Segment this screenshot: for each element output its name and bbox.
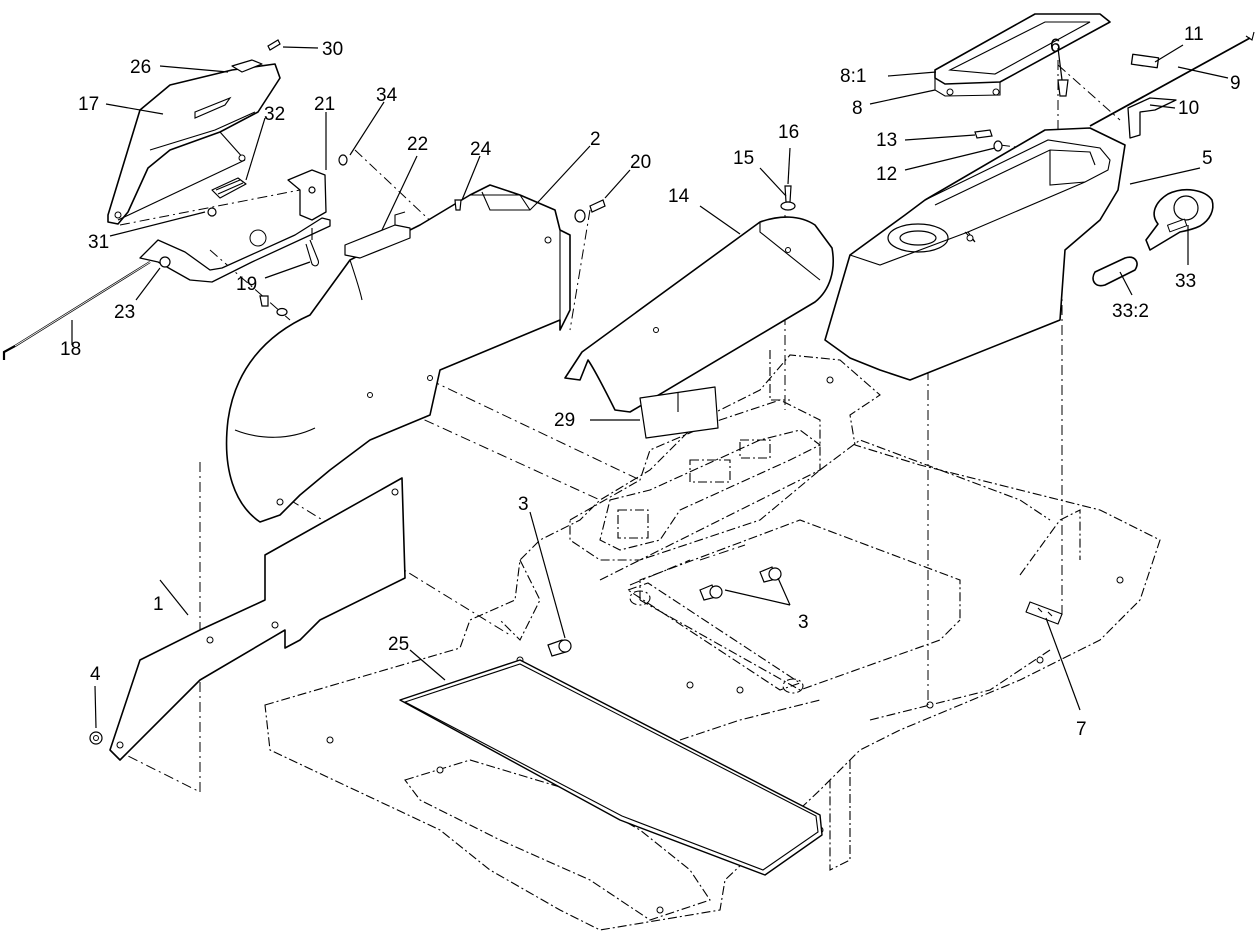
callout-33: 33 [1175, 271, 1196, 292]
handle-17 [107, 63, 281, 225]
callout-8-1: 8:1 [840, 66, 866, 87]
bracket-10 [1127, 97, 1177, 139]
callout-29: 29 [554, 410, 575, 431]
right-console-5 [824, 127, 1126, 381]
callout-31: 31 [88, 232, 109, 253]
leader-lines [71, 44, 1229, 729]
hardware [89, 39, 1069, 745]
callout-8: 8 [852, 98, 863, 119]
callout-10: 10 [1178, 98, 1199, 119]
callout-11: 11 [1184, 24, 1204, 45]
rod-9 [1089, 31, 1255, 127]
clip-26 [231, 59, 263, 73]
callout-15: 15 [733, 148, 754, 169]
callout-3-lower: 3 [798, 612, 809, 633]
callout-5: 5 [1202, 148, 1213, 169]
bracket-21 [287, 169, 327, 221]
callout-25: 25 [388, 634, 409, 655]
callout-17: 17 [78, 94, 99, 115]
callout-19: 19 [236, 274, 257, 295]
callout-32: 32 [264, 104, 285, 125]
decal-29 [639, 386, 719, 439]
bracket-22 [344, 211, 411, 259]
callout-30: 30 [322, 39, 343, 60]
callout-13: 13 [876, 130, 897, 151]
callout-26: 26 [130, 57, 151, 78]
callout-1: 1 [153, 594, 164, 615]
callout-labels: 30 26 17 32 21 34 22 24 2 20 14 15 16 31… [60, 24, 1241, 740]
callout-7: 7 [1076, 719, 1087, 740]
callout-2: 2 [590, 129, 601, 150]
console-cover-14 [564, 216, 834, 413]
clip-11 [1130, 53, 1160, 69]
mount-plate-23 [139, 217, 331, 283]
rod-18 [2, 261, 151, 360]
callout-21: 21 [314, 94, 335, 115]
callout-18: 18 [60, 339, 81, 360]
callout-12: 12 [876, 164, 897, 185]
callout-34: 34 [376, 85, 398, 106]
callout-4: 4 [90, 664, 101, 685]
callout-14: 14 [668, 186, 690, 207]
callout-23: 23 [114, 302, 135, 323]
wrench-33 [1092, 188, 1214, 287]
callout-9: 9 [1230, 73, 1241, 94]
callout-24: 24 [470, 139, 492, 160]
side-panel-1 [109, 477, 406, 761]
callout-16: 16 [778, 122, 799, 143]
callout-22: 22 [407, 134, 428, 155]
armrest-cover-8 [934, 13, 1111, 97]
spring-pin-19 [305, 228, 319, 267]
callout-3-upper: 3 [518, 494, 529, 515]
callout-33-2: 33:2 [1112, 301, 1149, 322]
switch-32 [211, 177, 247, 199]
callout-20: 20 [630, 152, 651, 173]
callout-6: 6 [1050, 36, 1061, 57]
left-fender-pod-2 [225, 184, 571, 523]
floor-mat-25 [399, 659, 823, 876]
